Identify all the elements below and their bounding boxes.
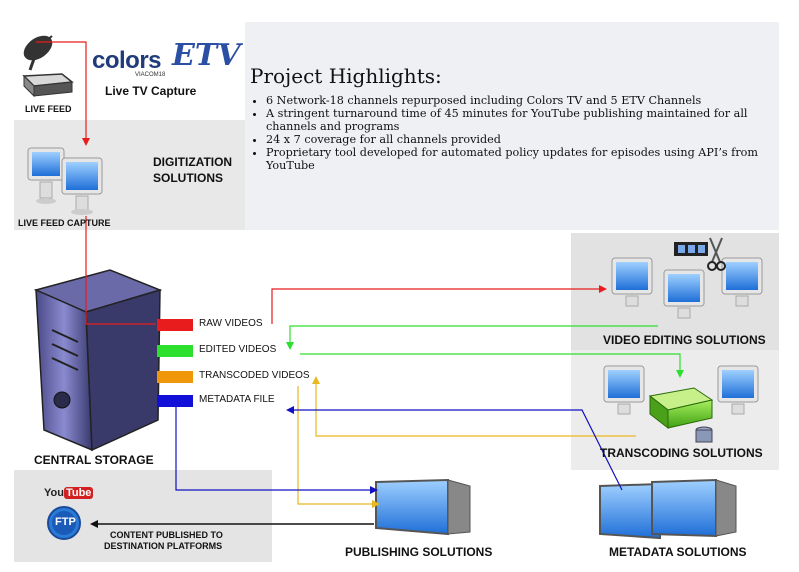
publishing-monitor-icon bbox=[375, 478, 471, 536]
legend-label: METADATA FILE bbox=[199, 394, 275, 405]
legend-label: RAW VIDEOS bbox=[199, 318, 263, 329]
list-item: A stringent turnaround time of 45 minute… bbox=[266, 107, 770, 133]
viacom-logo: VIACOM18 bbox=[135, 72, 166, 78]
list-item: Proprietary tool developed for automated… bbox=[266, 146, 770, 172]
edited-arrowhead-transcoding bbox=[676, 370, 684, 378]
raw-arrowhead-editing bbox=[599, 285, 607, 293]
metadata-flow bbox=[175, 404, 623, 491]
etv-logo: ETV bbox=[172, 38, 241, 73]
film-scissors-icon bbox=[674, 237, 726, 271]
edited-video-flow bbox=[289, 325, 681, 372]
content-published-arrowhead bbox=[90, 520, 98, 528]
metadata-label: METADATA SOLUTIONS bbox=[609, 545, 747, 559]
raw-video-flow bbox=[36, 41, 600, 325]
ftp-icon bbox=[47, 506, 81, 540]
legend-label: TRANSCODED VIDEOS bbox=[199, 370, 310, 381]
legend-swatch bbox=[157, 345, 193, 357]
central-storage-label: CENTRAL STORAGE bbox=[34, 453, 154, 467]
legend-swatch bbox=[157, 371, 193, 383]
page-title: Project Highlights: bbox=[250, 64, 442, 88]
highlights-list: 6 Network-18 channels repurposed includi… bbox=[250, 94, 770, 172]
video-editing-label: VIDEO EDITING SOLUTIONS bbox=[603, 333, 766, 347]
highlights-panel bbox=[245, 22, 779, 230]
content-published-label: CONTENT PUBLISHED TO DESTINATION PLATFOR… bbox=[104, 530, 223, 551]
receiver-icon bbox=[22, 73, 74, 98]
legend-label: EDITED VIDEOS bbox=[199, 344, 277, 355]
metadata-arrowhead-publishing bbox=[370, 486, 378, 494]
digitization-label: DIGITIZATION SOLUTIONS bbox=[153, 155, 233, 185]
project-highlights: Project Highlights: 6 Network-18 channel… bbox=[250, 64, 770, 172]
transcoded-arrowhead-publishing bbox=[372, 500, 380, 508]
transcoding-server-icon bbox=[648, 387, 714, 443]
metadata-monitors-icon bbox=[599, 478, 737, 540]
live-feed-label: LIVE FEED bbox=[25, 104, 72, 114]
ftp-label: FTP bbox=[55, 516, 76, 528]
edited-arrowhead-storage bbox=[286, 342, 294, 350]
colors-logo: colors bbox=[92, 47, 162, 74]
raw-arrowhead bbox=[82, 138, 90, 146]
transcoding-computers-icon bbox=[603, 365, 759, 415]
capture-computer-icon bbox=[27, 147, 103, 215]
publishing-label: PUBLISHING SOLUTIONS bbox=[345, 545, 493, 559]
editing-computers-icon bbox=[611, 257, 763, 319]
legend-swatch bbox=[157, 395, 193, 407]
live-tv-capture-label: Live TV Capture bbox=[105, 84, 197, 98]
legend-swatch bbox=[157, 319, 193, 331]
live-feed-capture-label: LIVE FEED CAPTURE bbox=[18, 218, 111, 228]
transcoded-video-flow bbox=[297, 382, 636, 505]
central-storage-server-icon bbox=[33, 269, 163, 452]
list-item: 6 Network-18 channels repurposed includi… bbox=[266, 94, 770, 107]
transcoded-arrowhead-storage bbox=[312, 376, 320, 384]
list-item: 24 x 7 coverage for all channels provide… bbox=[266, 133, 770, 146]
metadata-arrowhead-storage bbox=[286, 406, 294, 414]
satellite-dish-icon bbox=[23, 35, 53, 71]
transcoding-label: TRANSCODING SOLUTIONS bbox=[600, 446, 763, 460]
